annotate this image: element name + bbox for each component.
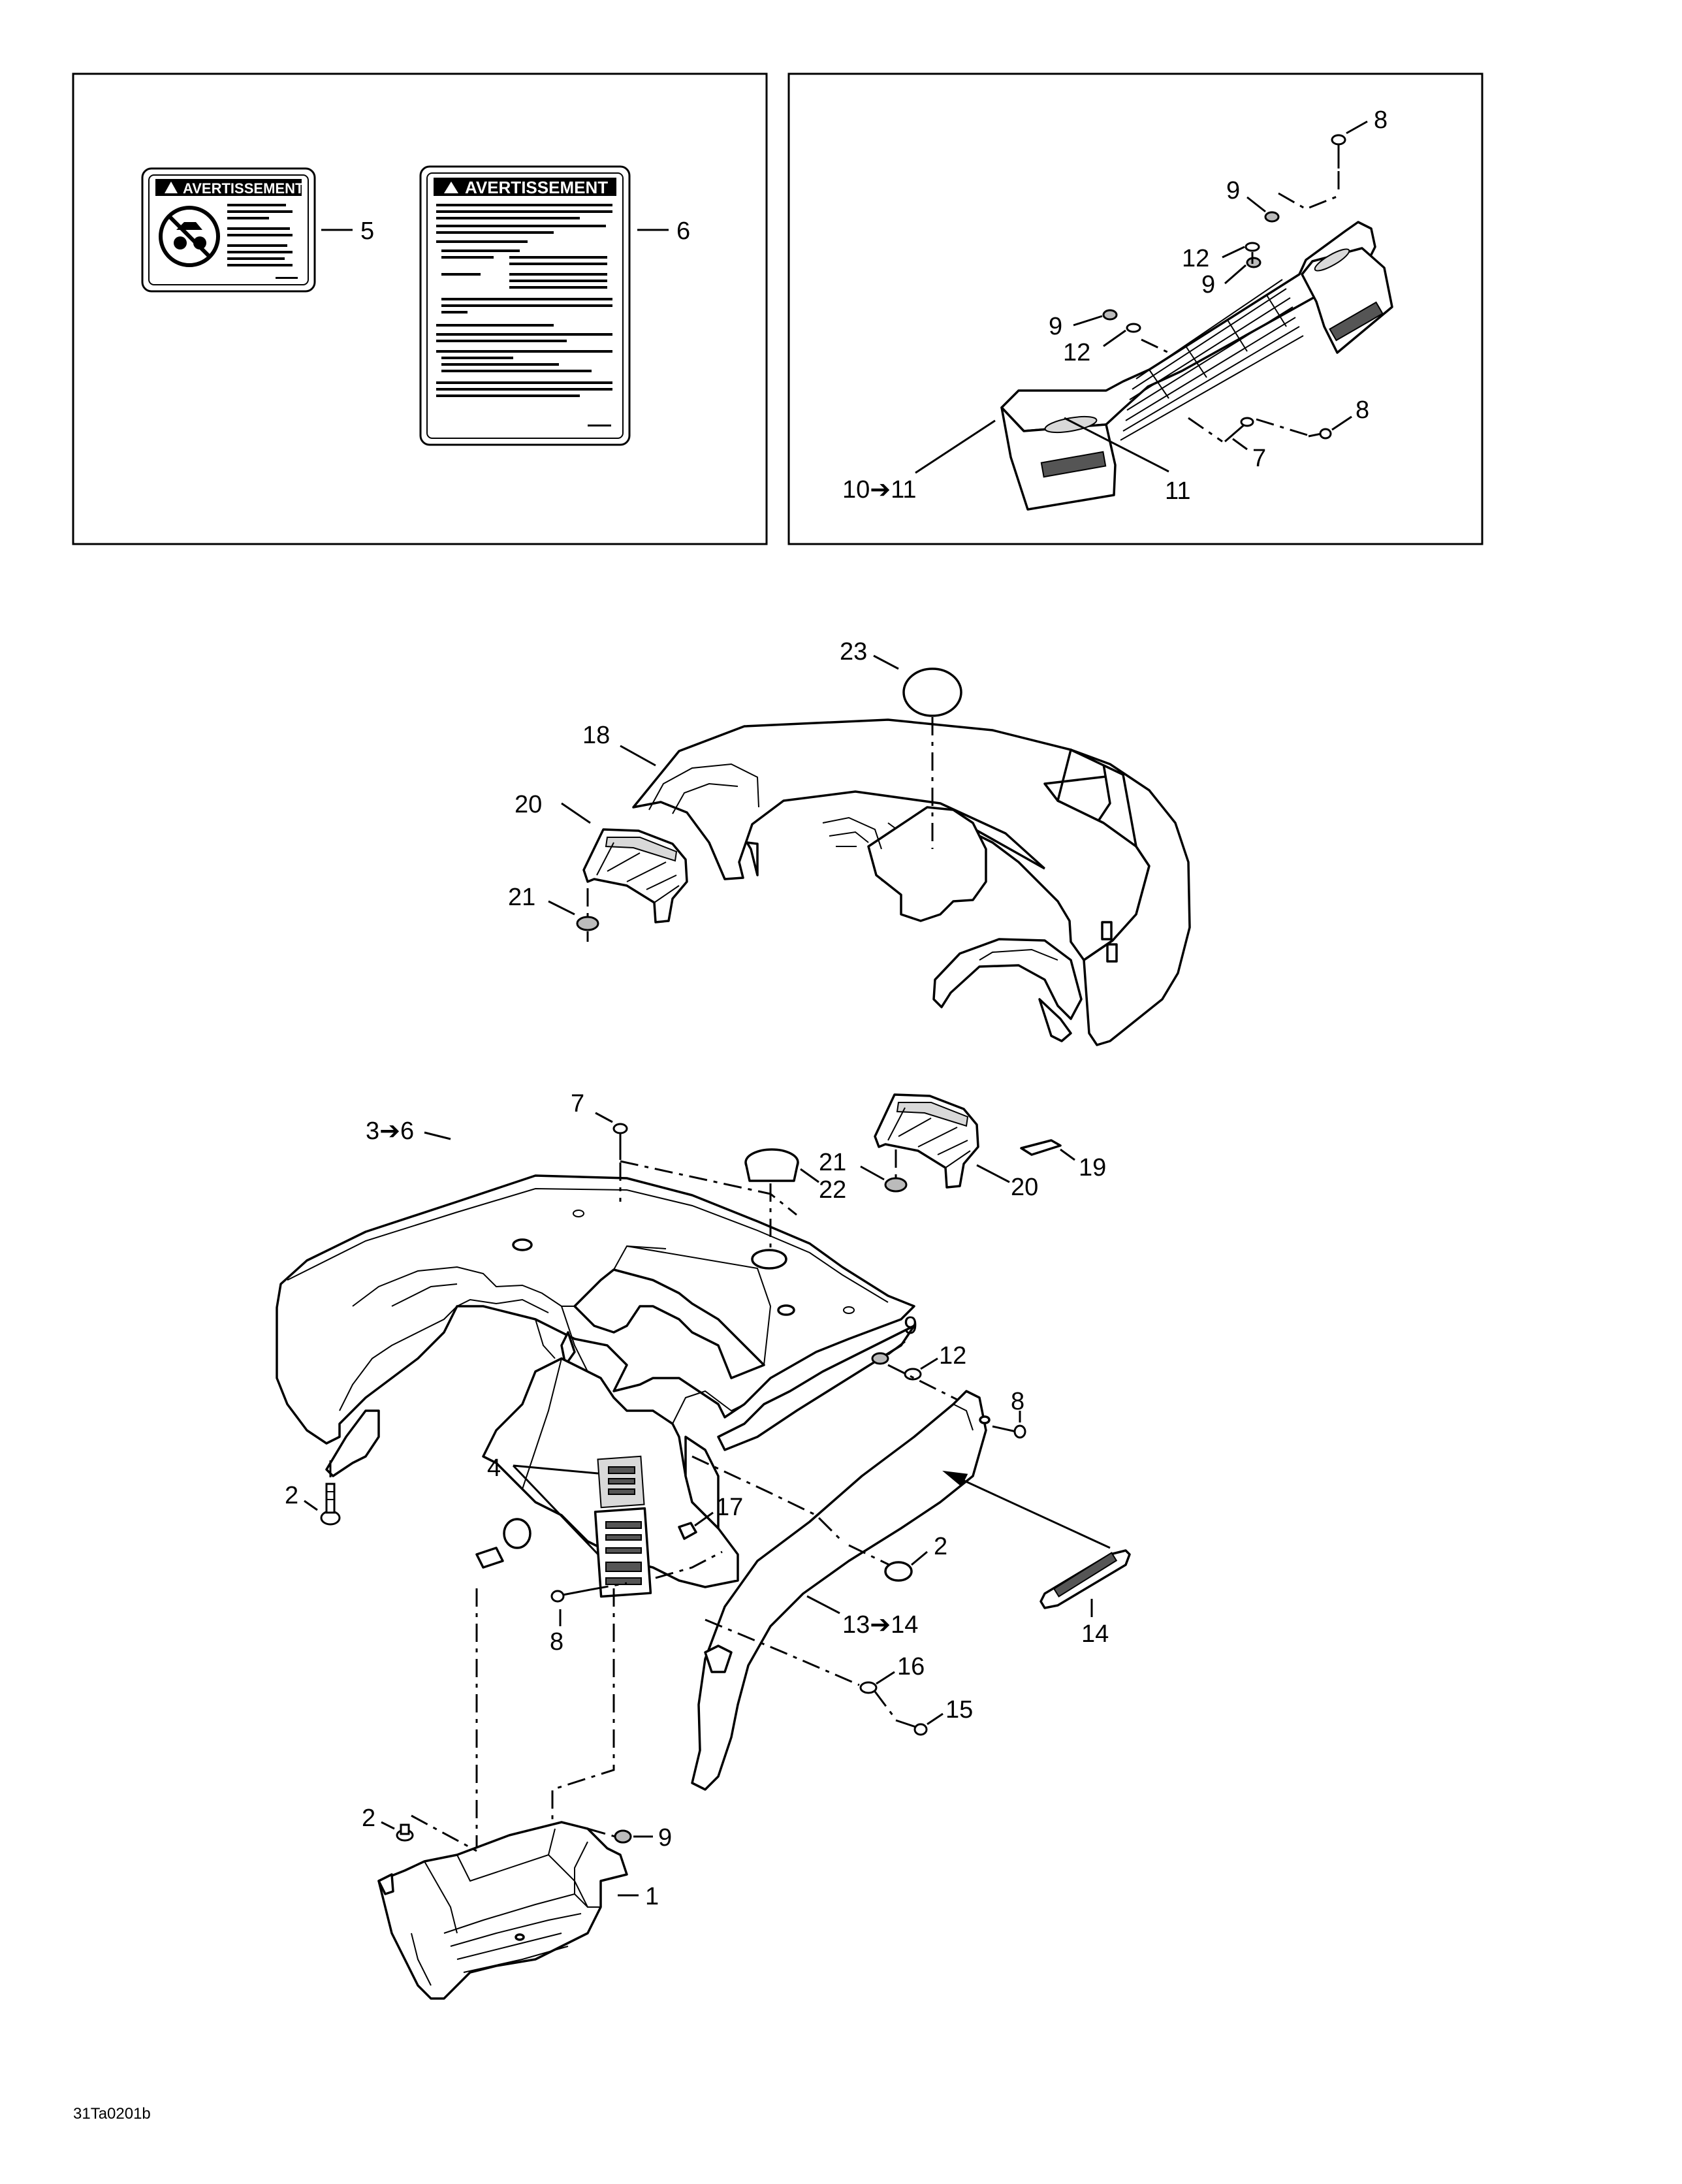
rivet-icon [573, 1210, 584, 1217]
warning-decal-small: AVERTISSEMENT [141, 167, 316, 293]
washer-icon [859, 1681, 878, 1694]
callout-8: 8 [1011, 1388, 1024, 1415]
callout-9: 9 [658, 1824, 672, 1852]
callout-8: 8 [550, 1628, 563, 1656]
screw-icon [992, 1424, 1026, 1439]
callout-13-14: 13➔14 [842, 1611, 918, 1639]
callout-3-6: 3➔6 [366, 1117, 414, 1145]
callout-17: 17 [716, 1494, 743, 1521]
callout-20: 20 [1011, 1174, 1038, 1201]
callout-9: 9 [1226, 177, 1240, 204]
plug-cap [396, 1823, 414, 1842]
washer-icon [1245, 242, 1260, 252]
rivet-icon [576, 916, 599, 931]
callout-20: 20 [515, 791, 542, 818]
callout-8: 8 [1374, 106, 1388, 134]
nut-icon [1246, 257, 1262, 268]
screw-icon [612, 1123, 628, 1160]
nut-icon [614, 1829, 632, 1844]
washer-icon [1126, 323, 1141, 333]
callout-15: 15 [945, 1696, 973, 1724]
screw-icon [550, 1588, 591, 1603]
washer-icon [1264, 211, 1280, 223]
vent-grille-right [874, 1093, 979, 1189]
brand-emblem [1039, 1549, 1131, 1609]
front-grille-bumper [1000, 221, 1393, 511]
callout-12: 12 [939, 1342, 966, 1370]
plug-cap [320, 1483, 341, 1526]
rear-fender-body [276, 1174, 915, 1598]
callout-1: 1 [645, 1883, 659, 1910]
callout-4: 4 [487, 1454, 501, 1482]
warning-triangle-icon [165, 182, 178, 193]
callout-5: 5 [360, 217, 374, 245]
callout-2: 2 [285, 1482, 298, 1509]
callout-7: 7 [571, 1090, 584, 1117]
rivet-icon [884, 1177, 908, 1193]
callout-23: 23 [840, 638, 867, 666]
decal-panel-frame [72, 72, 768, 545]
callout-18: 18 [582, 722, 610, 749]
screw-icon [1224, 417, 1254, 443]
rear-body-panel [632, 718, 1191, 1046]
footrest-tray [377, 1821, 628, 2000]
callout-21: 21 [508, 884, 535, 911]
callout-2: 2 [362, 1805, 375, 1832]
callout-22: 22 [819, 1176, 846, 1204]
nut-icon [871, 1352, 889, 1365]
callout-10-11: 10➔11 [842, 476, 917, 504]
callout-12: 12 [1063, 339, 1090, 366]
screw-icon [1331, 134, 1346, 169]
side-fender-panel [691, 1390, 991, 1791]
figure-code: 31Ta0201b [73, 2105, 151, 2123]
gauge-cap [902, 667, 962, 717]
callout-9: 9 [1049, 313, 1062, 340]
callout-21: 21 [819, 1149, 846, 1176]
washer-icon [904, 1368, 922, 1381]
screw-icon [895, 1719, 928, 1736]
callout-12: 12 [1182, 245, 1209, 272]
plug-cap [884, 1561, 913, 1582]
callout-9: 9 [904, 1312, 917, 1340]
callout-11: 11 [1165, 477, 1190, 505]
decal-small-title: AVERTISSEMENT [183, 180, 304, 197]
callout-8: 8 [1356, 396, 1369, 424]
callout-2: 2 [934, 1533, 947, 1560]
warning-triangle-icon [444, 182, 458, 193]
rivet-icon [843, 1306, 855, 1314]
callout-14: 14 [1081, 1620, 1109, 1648]
nut-icon [1102, 309, 1118, 321]
warning-decal-large: AVERTISSEMENT [419, 165, 631, 446]
vent-grille-left [582, 828, 688, 923]
callout-19: 19 [1079, 1154, 1106, 1181]
callout-6: 6 [676, 217, 690, 245]
grille-panel-frame [787, 72, 1484, 545]
callout-9: 9 [1201, 271, 1215, 298]
callout-7: 7 [1252, 445, 1266, 472]
callout-16: 16 [897, 1653, 925, 1680]
rivet-icon [678, 1522, 697, 1540]
reflector-lens [1020, 1139, 1062, 1156]
gauge-plug [744, 1148, 799, 1182]
screw-icon [1308, 428, 1332, 440]
decal-large-title: AVERTISSEMENT [465, 178, 608, 197]
